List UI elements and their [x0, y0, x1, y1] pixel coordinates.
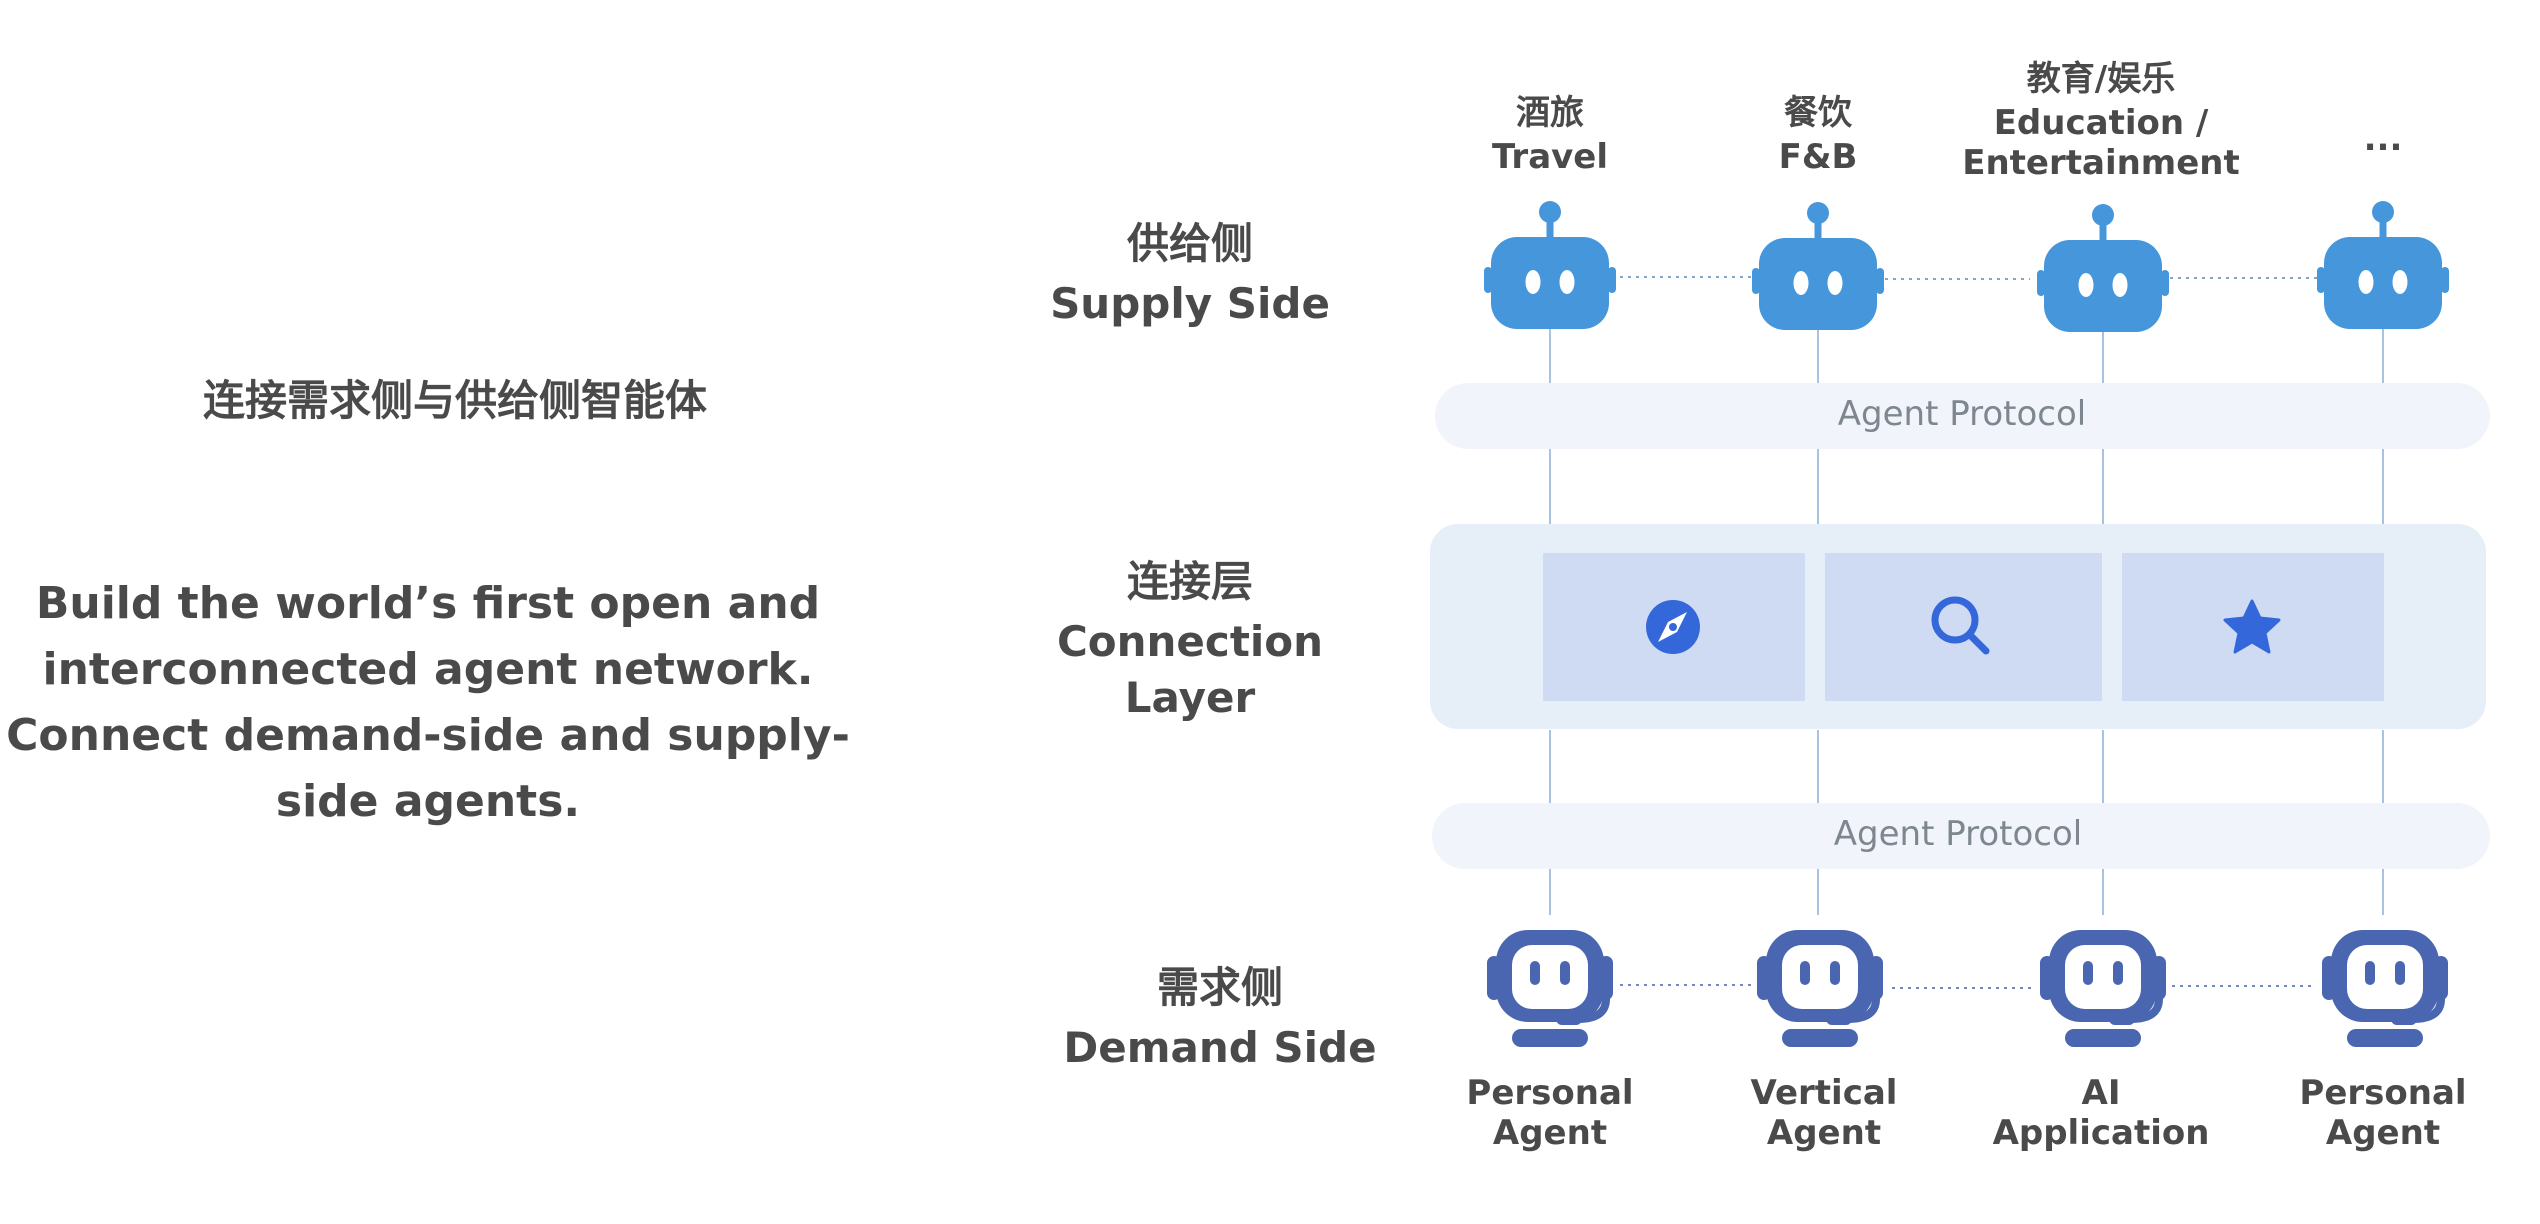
demand-agent-label: Agent [1493, 1113, 1607, 1153]
supply-agent-label: F&B [1779, 137, 1858, 177]
left-description: Build the world’s first open and interco… [6, 578, 850, 827]
supply-agent-travel-robot-icon [1484, 201, 1616, 329]
left-heading: 连接需求侧与供给侧智能体 [203, 376, 707, 425]
demand-agent-personal-2-robot-icon [2322, 930, 2448, 1047]
demand-agent-label: Application [1993, 1113, 2210, 1153]
demand-agent-labels: Personal Agent Vertical Agent AI Applica… [1466, 1073, 2466, 1153]
supply-agent-label: Entertainment [1962, 143, 2240, 183]
supply-agent-label: Travel [1492, 137, 1608, 177]
supply-agent-label: 餐饮 [1784, 93, 1853, 133]
supply-agent-education-robot-icon [2037, 204, 2169, 332]
star-icon [2223, 599, 2281, 654]
left-description-line: side agents. [276, 776, 580, 827]
compass-icon [1646, 600, 1700, 654]
supply-agent-label: Education / [1994, 103, 2209, 143]
demand-dotted-links [1620, 984, 2313, 989]
demand-agent-vertical-robot-icon [1757, 930, 1883, 1047]
protocol-band-bottom [1432, 803, 2490, 869]
supply-agent-label: ... [2364, 119, 2403, 159]
left-description-line: Build the world’s first open and [36, 578, 820, 629]
left-description-line: interconnected agent network. [42, 644, 813, 695]
connection-layer-label-en: Layer [1125, 673, 1256, 722]
supply-agent-labels: 酒旅 Travel 餐饮 F&B 教育/娱乐 Education / Enter… [1492, 59, 2402, 183]
connection-layer-label-zh: 连接层 [1127, 557, 1253, 606]
supply-agent-fb-robot-icon [1752, 202, 1884, 330]
connection-tile-search [1825, 553, 2102, 701]
connection-layer-label: 连接层 Connection Layer [1057, 557, 1323, 722]
protocol-band-top-label: Agent Protocol [1838, 394, 2086, 434]
demand-side-label-zh: 需求侧 [1157, 963, 1283, 1012]
left-description-line: Connect demand-side and supply- [6, 710, 850, 761]
demand-agent-label: Agent [2326, 1113, 2440, 1153]
supply-agent-label: 酒旅 [1516, 93, 1584, 133]
supply-side-label-en: Supply Side [1050, 279, 1330, 328]
demand-agent-label: Vertical [1751, 1073, 1898, 1113]
supply-side-label-zh: 供给侧 [1127, 219, 1253, 268]
demand-agent-personal-robot-icon [1487, 930, 1613, 1047]
protocol-band-bottom-label: Agent Protocol [1834, 814, 2082, 854]
protocol-band-top [1435, 383, 2490, 449]
search-icon [1931, 596, 1990, 655]
demand-side-label: 需求侧 Demand Side [1063, 963, 1376, 1072]
supply-side-label: 供给侧 Supply Side [1050, 219, 1330, 328]
demand-agent-label: Personal [2299, 1073, 2466, 1113]
demand-side-label-en: Demand Side [1063, 1023, 1376, 1072]
demand-agent-label: Personal [1466, 1073, 1633, 1113]
demand-agent-label: AI [2082, 1073, 2121, 1113]
supply-agent-more-robot-icon [2317, 201, 2449, 329]
supply-dotted-links [1620, 276, 2318, 280]
demand-agent-label: Agent [1767, 1113, 1881, 1153]
connection-layer-label-en: Connection [1057, 617, 1323, 666]
demand-agent-ai-app-robot-icon [2040, 930, 2166, 1047]
supply-agent-label: 教育/娱乐 [2027, 59, 2175, 99]
